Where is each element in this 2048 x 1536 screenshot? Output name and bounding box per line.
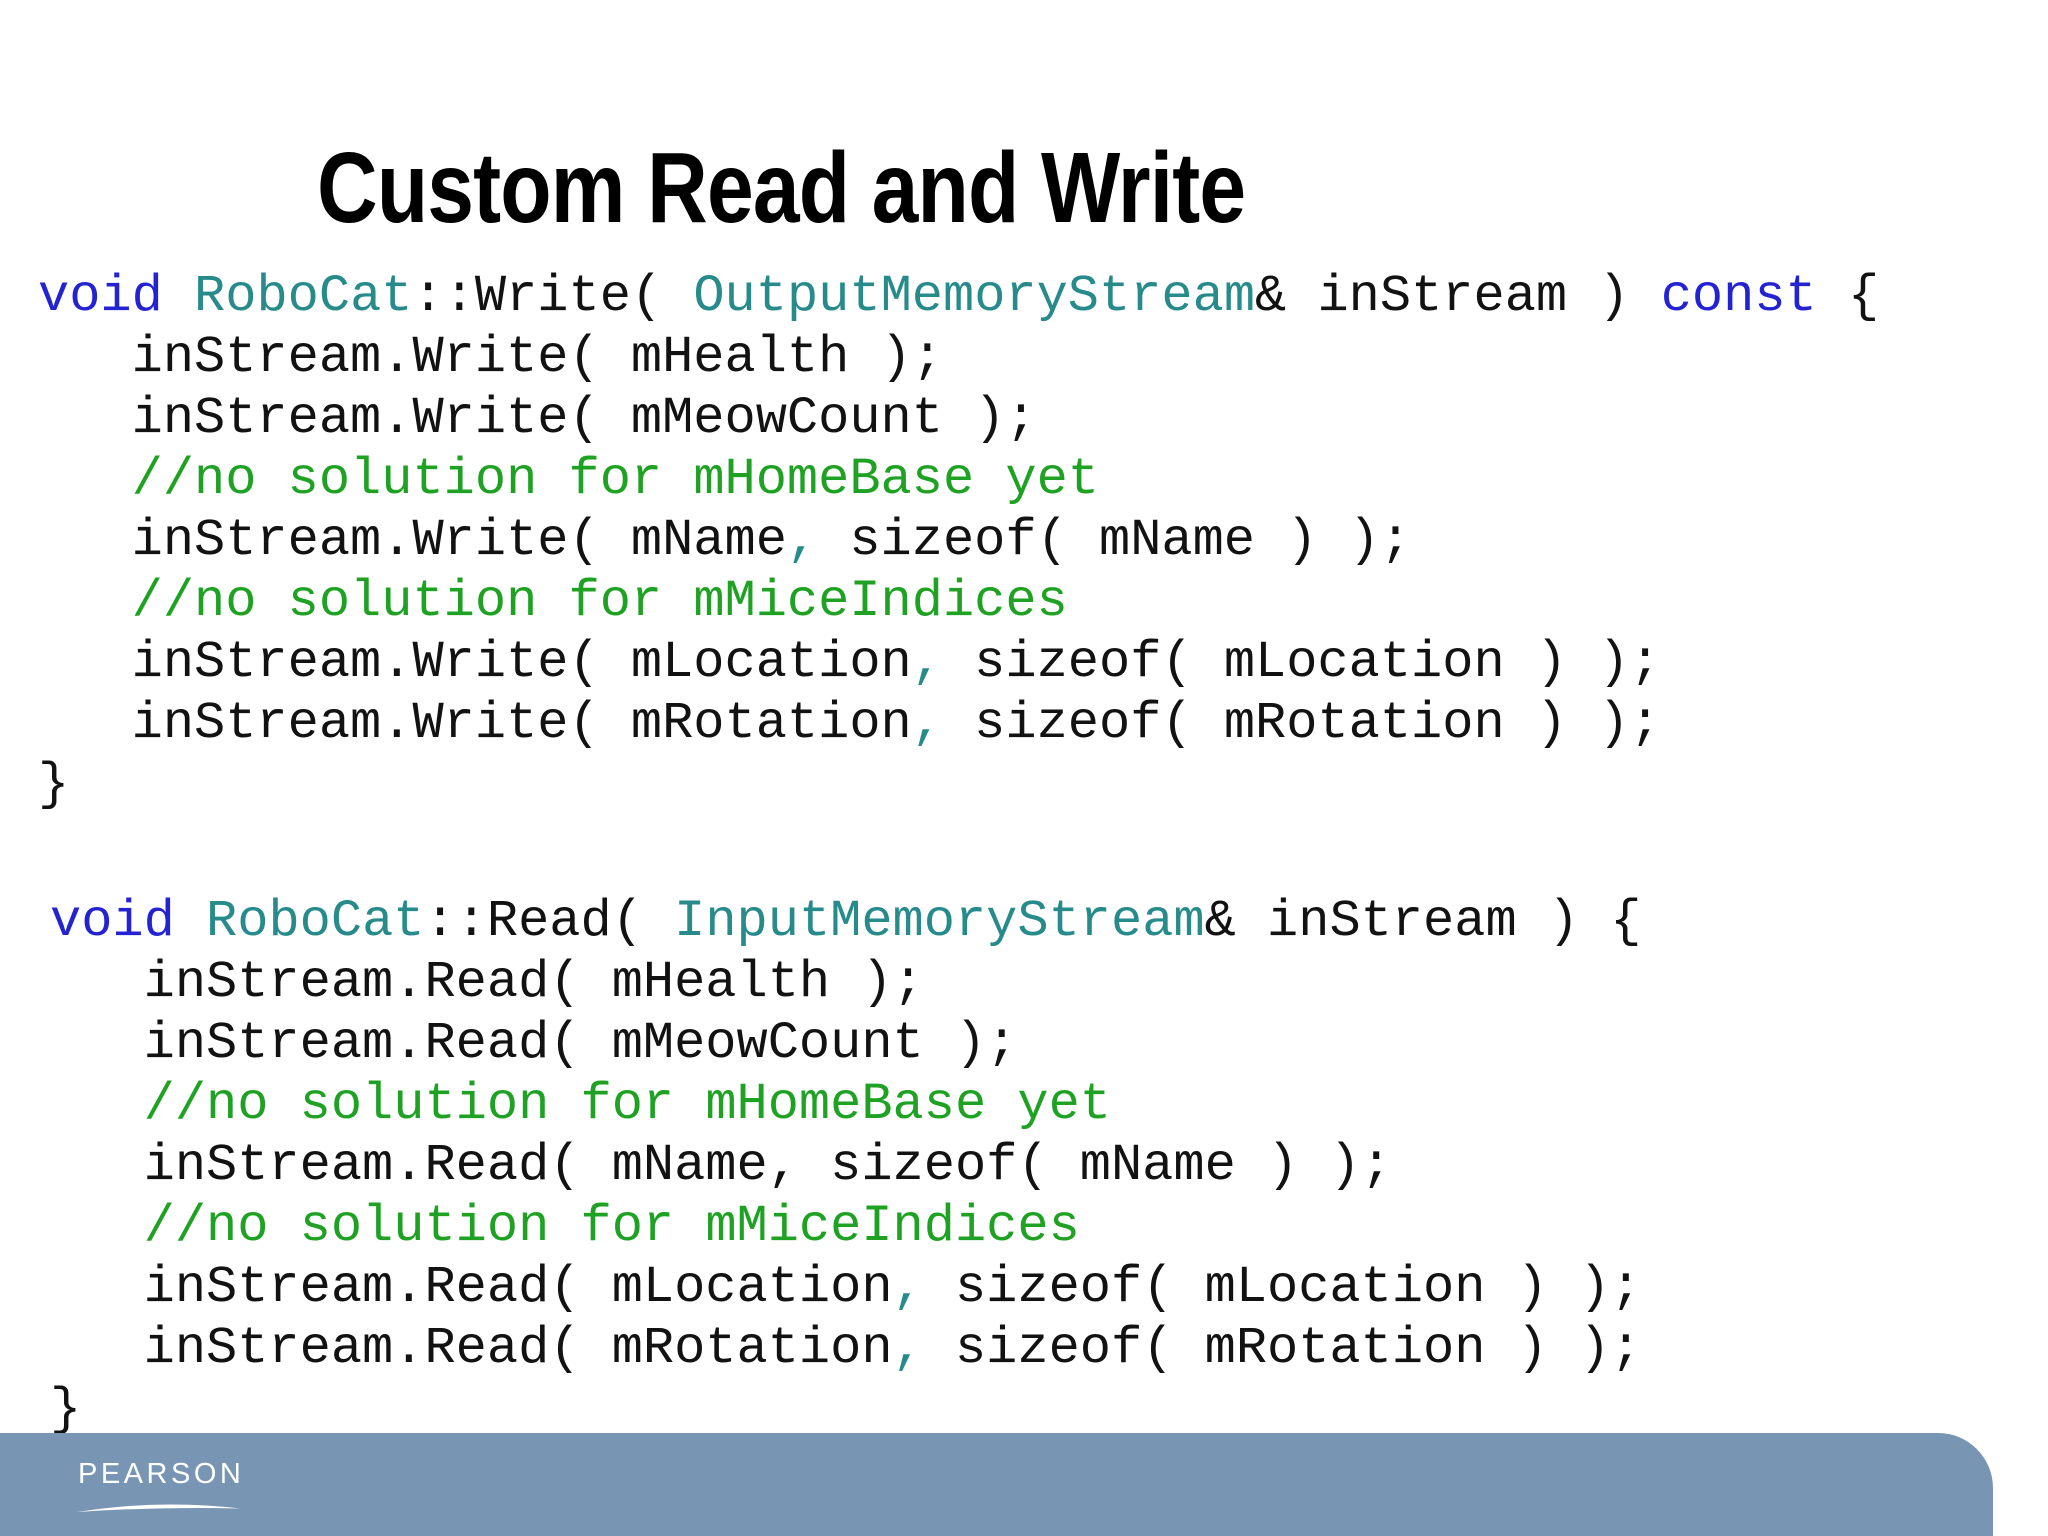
code-line: inStream.Read( mName, sizeof( mName ) ); bbox=[50, 1135, 1642, 1196]
code-token-plain: inStream.Read( mMeowCount ); bbox=[50, 1014, 1018, 1073]
code-line: inStream.Read( mRotation, sizeof( mRotat… bbox=[50, 1318, 1642, 1379]
code-token-comment: //no solution for mMiceIndices bbox=[131, 572, 1068, 631]
code-token-comment: //no solution for mHomeBase yet bbox=[143, 1075, 1111, 1134]
code-block-write: void RoboCat::Write( OutputMemoryStream&… bbox=[38, 266, 1879, 815]
code-token-plain bbox=[175, 892, 206, 951]
code-token-plain: ::Read( bbox=[424, 892, 675, 951]
code-line: inStream.Write( mHealth ); bbox=[38, 327, 1879, 388]
code-token-plain: inStream.Write( mRotation bbox=[38, 694, 912, 753]
code-token-plain: inStream.Write( mHealth ); bbox=[38, 328, 943, 387]
code-line: } bbox=[50, 1379, 1642, 1440]
code-token-plain bbox=[163, 267, 194, 326]
code-token-plain: inStream.Write( mName bbox=[38, 511, 787, 570]
code-token-type: OutputMemoryStream bbox=[693, 267, 1256, 326]
code-token-plain: sizeof( mLocation ) ); bbox=[923, 1258, 1642, 1317]
code-token-plain bbox=[50, 1075, 144, 1134]
pearson-swoosh-icon bbox=[77, 1504, 240, 1512]
code-token-plain bbox=[50, 1197, 144, 1256]
code-line: //no solution for mHomeBase yet bbox=[50, 1074, 1642, 1135]
code-token-plain: ::Write( bbox=[412, 267, 694, 326]
code-token-plain: sizeof( mRotation ) ); bbox=[923, 1319, 1642, 1378]
code-line: inStream.Write( mLocation, sizeof( mLoca… bbox=[38, 632, 1879, 693]
code-line: inStream.Read( mMeowCount ); bbox=[50, 1013, 1642, 1074]
code-token-plain: } bbox=[38, 755, 70, 814]
code-token-plain bbox=[38, 572, 132, 631]
code-line: inStream.Write( mRotation, sizeof( mRota… bbox=[38, 693, 1879, 754]
code-line: //no solution for mHomeBase yet bbox=[38, 449, 1879, 510]
code-line: void RoboCat::Read( InputMemoryStream& i… bbox=[50, 891, 1642, 952]
code-line: inStream.Write( mName, sizeof( mName ) )… bbox=[38, 510, 1879, 571]
code-line: } bbox=[38, 754, 1879, 815]
code-line: //no solution for mMiceIndices bbox=[38, 571, 1879, 632]
code-token-type: , bbox=[786, 511, 819, 570]
code-token-plain: & inStream ) { bbox=[1204, 892, 1642, 951]
code-token-plain: sizeof( mLocation ) ); bbox=[942, 633, 1661, 692]
code-token-plain: sizeof( mName ) ); bbox=[818, 511, 1412, 570]
code-token-type: RoboCat bbox=[194, 267, 413, 326]
code-token-type: , bbox=[892, 1319, 924, 1378]
code-token-plain: { bbox=[1816, 267, 1880, 326]
code-token-plain bbox=[38, 450, 132, 509]
code-token-keyword: void bbox=[38, 267, 163, 326]
page-title: Custom Read and Write bbox=[317, 132, 1246, 244]
code-token-comment: //no solution for mHomeBase yet bbox=[131, 450, 1099, 509]
code-block-read: void RoboCat::Read( InputMemoryStream& i… bbox=[50, 891, 1642, 1440]
code-line: inStream.Write( mMeowCount ); bbox=[38, 388, 1879, 449]
pearson-wordmark: PEARSON bbox=[78, 1458, 245, 1490]
code-token-type: RoboCat bbox=[206, 892, 425, 951]
code-line: //no solution for mMiceIndices bbox=[50, 1196, 1642, 1257]
code-token-plain: inStream.Read( mHealth ); bbox=[50, 953, 924, 1012]
code-token-plain: inStream.Write( mMeowCount ); bbox=[38, 389, 1037, 448]
code-line: void RoboCat::Write( OutputMemoryStream&… bbox=[38, 266, 1879, 327]
code-token-type: InputMemoryStream bbox=[674, 892, 1205, 951]
code-line: inStream.Read( mHealth ); bbox=[50, 952, 1642, 1013]
footer-band: PEARSON bbox=[0, 1433, 1993, 1536]
code-token-plain: inStream.Read( mRotation bbox=[50, 1319, 893, 1378]
code-token-plain: & inStream ) bbox=[1255, 267, 1661, 326]
code-token-keyword: const bbox=[1660, 267, 1817, 326]
code-token-plain: inStream.Write( mLocation bbox=[38, 633, 912, 692]
code-token-keyword: void bbox=[50, 892, 175, 951]
code-token-plain: inStream.Read( mName, sizeof( mName ) ); bbox=[50, 1136, 1392, 1195]
code-token-plain: inStream.Read( mLocation bbox=[50, 1258, 893, 1317]
pearson-logo: PEARSON bbox=[77, 1458, 245, 1515]
code-line: inStream.Read( mLocation, sizeof( mLocat… bbox=[50, 1257, 1642, 1318]
code-token-plain: sizeof( mRotation ) ); bbox=[942, 694, 1661, 753]
code-token-comment: //no solution for mMiceIndices bbox=[143, 1197, 1080, 1256]
code-token-type: , bbox=[911, 694, 943, 753]
code-token-type: , bbox=[892, 1258, 924, 1317]
code-token-plain: } bbox=[50, 1380, 82, 1439]
code-token-type: , bbox=[911, 633, 943, 692]
